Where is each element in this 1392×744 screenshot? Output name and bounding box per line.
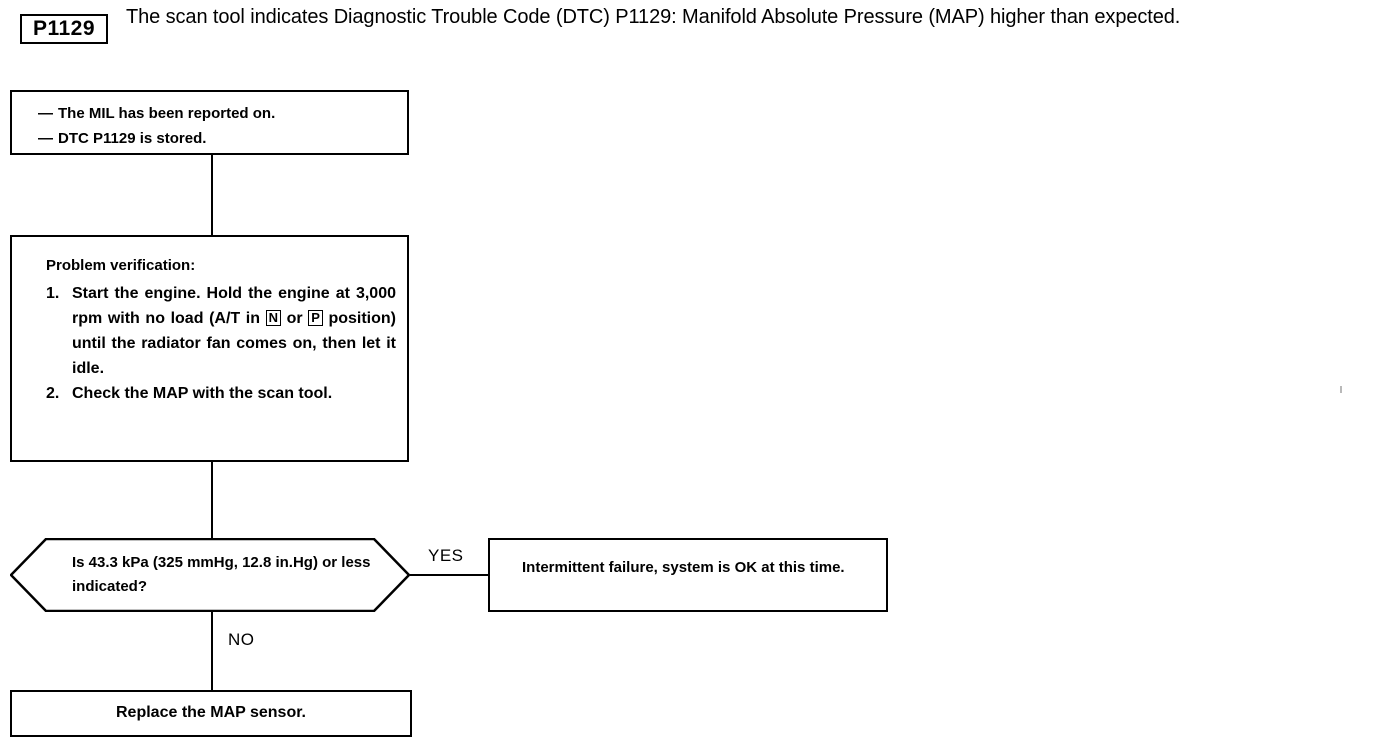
connector-verification-to-decision [211,462,213,538]
verification-step-1: 1. Start the engine. Hold the engine at … [46,281,396,381]
branch-label-no: NO [228,630,255,649]
gear-position-p: P [308,310,323,326]
step-text: Start the engine. Hold the engine at 3,0… [72,281,396,381]
bullet-dash: — [38,130,53,147]
gear-position-n: N [265,310,281,326]
header-description: The scan tool indicates Diagnostic Troub… [126,6,1181,28]
decision-question: Is 43.3 kPa (325 mmHg, 12.8 in.Hg) or le… [72,554,371,595]
condition-item: — DTC P1129 is stored. [38,126,275,151]
intermittent-failure-box: Intermittent failure, system is OK at th… [488,538,888,612]
connector-decision-to-yes-result [410,574,488,576]
condition-text: The MIL has been reported on. [58,105,276,122]
connector-conditions-to-verification [211,155,213,235]
conditions-list: — The MIL has been reported on. — DTC P112… [38,101,275,151]
problem-verification-title: Problem verification: [46,257,196,274]
decision-shape-icon [10,538,410,612]
dtc-code-label: P1129 [32,17,96,40]
step-number: 2. [46,385,60,402]
step-text: Check the MAP with the scan tool. [72,385,333,402]
replace-map-sensor-box: Replace the MAP sensor. [10,690,412,737]
decision-hexagon: Is 43.3 kPa (325 mmHg, 12.8 in.Hg) or le… [10,538,410,612]
dtc-code-badge: P1129 [20,14,108,44]
step-text-part-3: position) until the radiator fan comes o… [72,310,396,377]
replace-map-sensor-text: Replace the MAP sensor. [116,704,306,721]
conditions-box: — The MIL has been reported on. — DTC P112… [10,90,409,155]
branch-label-yes: YES [428,546,464,565]
condition-item: — The MIL has been reported on. [38,101,275,126]
step-text-part-1: Start the engine. Hold the engine at 3,0… [72,285,396,327]
bullet-dash: — [38,105,53,122]
step-number: 1. [46,285,60,302]
intermittent-failure-text: Intermittent failure, system is OK at th… [522,559,845,576]
scan-artifact-speck [1340,386,1342,393]
problem-verification-box: Problem verification: 1. Start the engin… [10,235,409,462]
connector-decision-to-no-result [211,612,213,690]
verification-step-2: 2. Check the MAP with the scan tool. [46,381,396,406]
verification-steps: 1. Start the engine. Hold the engine at … [46,281,396,406]
step-text-part-2: or [280,310,309,327]
condition-text: DTC P1129 is stored. [58,130,207,147]
